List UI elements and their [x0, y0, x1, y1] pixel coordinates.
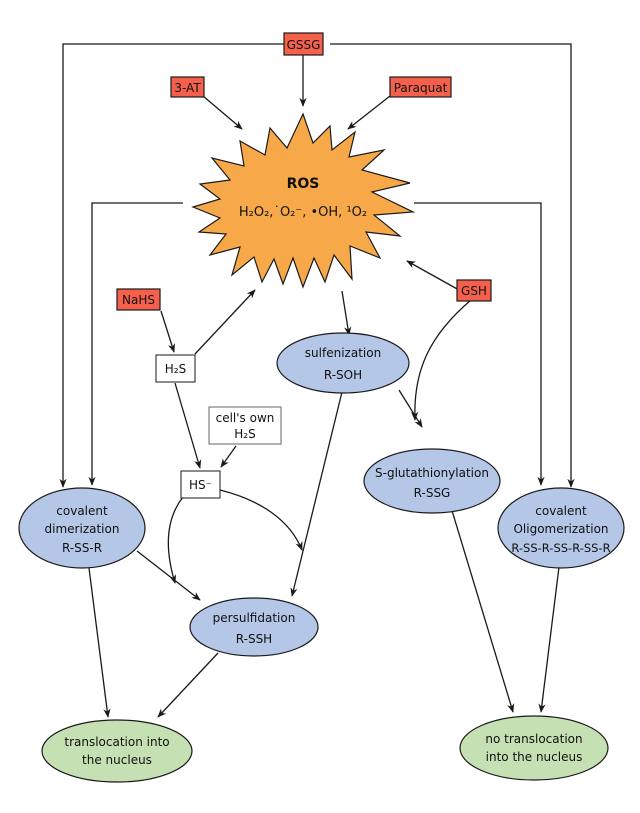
gssg-label: GSSG: [287, 38, 321, 52]
translocation-node: translocation into the nucleus: [41, 719, 193, 783]
edge-ros-to-dimerization: [88, 202, 183, 486]
edge-gsh-to-ros: [406, 260, 460, 291]
persulfidation-node: persulfidation R-SSH: [189, 597, 319, 657]
gsh-label: GSH: [461, 284, 487, 298]
ros-species: H₂O₂,˙O₂⁻, •OH, ¹O₂: [239, 205, 367, 220]
edge-h2s-to-hs: [174, 382, 202, 469]
nahs-label: NaHS: [122, 293, 155, 307]
sulfenization-name: sulfenization: [305, 346, 381, 360]
ros-title: ROS: [287, 176, 320, 192]
dimerization-line2: dimerization: [45, 522, 120, 536]
edge-gsh-to-glutathionylation: [411, 299, 472, 421]
edge-h2s-to-ros: [194, 289, 256, 355]
cells-own-line1: cell's own: [216, 411, 275, 425]
persulfidation-formula: R-SSH: [236, 632, 272, 646]
hs-minus-label: HS⁻: [189, 478, 212, 492]
3at-label: 3-AT: [174, 81, 201, 95]
gssg-node: GSSG: [283, 32, 324, 56]
no-translocation-line1: no translocation: [485, 732, 582, 746]
edge-sulfenization-to-glutathionylation: [398, 389, 423, 428]
paraquat-node: Paraquat: [389, 76, 452, 98]
edge-3at-to-ros: [202, 95, 243, 130]
edge-paraquat-to-ros: [347, 95, 391, 130]
ros-node: ROS H₂O₂,˙O₂⁻, •OH, ¹O₂: [191, 112, 416, 289]
h2s-node: H₂S: [155, 354, 196, 383]
gsh-node: GSH: [456, 279, 492, 302]
cells-own-h2s-node: cell's own H₂S: [208, 406, 282, 445]
edge-cellsown-to-hs: [220, 445, 237, 468]
nahs-node: NaHS: [116, 288, 161, 311]
edge-gssg-to-oligomerization: [330, 43, 575, 488]
ros-burst-shape: [191, 112, 416, 289]
glutathionylation-formula: R-SSG: [414, 486, 451, 500]
edge-hs-to-persulfidation-right: [219, 489, 303, 551]
3at-node: 3-AT: [170, 76, 205, 98]
glutathionylation-name: S-glutathionylation: [375, 466, 489, 480]
oligomerization-node: covalent Oligomerization R-SS-R-SS-R-SS-…: [497, 487, 625, 569]
h2s-label: H₂S: [165, 362, 186, 376]
edge-dimerization-to-translocation: [88, 567, 111, 718]
glutathionylation-node: S-glutathionylation R-SSG: [363, 448, 501, 514]
sulfenization-formula: R-SOH: [324, 368, 362, 382]
no-translocation-node: no translocation into the nucleus: [459, 715, 609, 781]
edge-oligomerization-to-no-translocation: [538, 566, 560, 713]
edge-ros-to-sulfenization: [341, 290, 352, 336]
hs-minus-node: HS⁻: [180, 470, 221, 499]
edge-dimerization-to-persulfidation: [136, 550, 201, 601]
oligomerization-line2: Oligomerization: [513, 522, 608, 536]
edge-hs-to-persulfidation-left: [167, 496, 184, 584]
translocation-line1: translocation into: [64, 735, 169, 749]
persulfidation-name: persulfidation: [213, 611, 296, 625]
translocation-line2: the nucleus: [82, 753, 152, 767]
dimerization-node: covalent dimerization R-SS-R: [18, 487, 146, 569]
paraquat-label: Paraquat: [394, 81, 448, 95]
oligomerization-formula: R-SS-R-SS-R-SS-R: [511, 541, 610, 555]
edge-nahs-to-h2s: [160, 310, 175, 353]
edge-gssg-to-dimerization: [59, 43, 284, 488]
sulfenization-node: sulfenization R-SOH: [276, 332, 410, 394]
dimerization-formula: R-SS-R: [62, 541, 102, 555]
oligomerization-line1: covalent: [535, 504, 587, 518]
cells-own-line2: H₂S: [234, 427, 255, 441]
edge-persulfidation-to-translocation: [157, 652, 219, 718]
edge-sulfenization-to-persulfidation: [290, 391, 343, 597]
edge-ros-to-oligomerization: [414, 202, 545, 486]
no-translocation-line2: into the nucleus: [486, 750, 583, 764]
dimerization-line1: covalent: [56, 504, 108, 518]
